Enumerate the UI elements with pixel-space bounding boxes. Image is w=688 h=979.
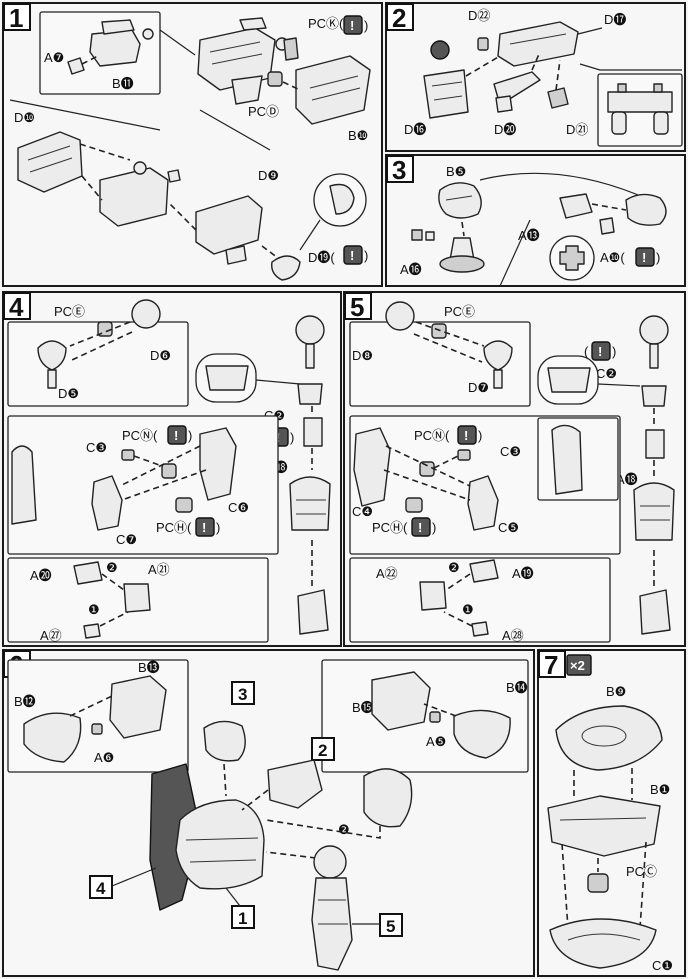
step-3-panel: 3 B❺ A⓰ A⓭ A❿( ! ) (385, 154, 686, 287)
label-d17: D⓱ (604, 12, 626, 27)
svg-text:): ) (188, 428, 192, 443)
label-a27: A㉗ (40, 628, 62, 643)
label-a20: A⓴ (30, 568, 52, 583)
label-pcn-5: PCⓃ( (414, 428, 450, 443)
label-c5: C❺ (498, 520, 519, 535)
badge-o1-5: ❶ (462, 602, 474, 617)
label-a21: A㉑ (148, 562, 170, 577)
ref-step-1: 1 (238, 909, 247, 928)
svg-text:!: ! (174, 428, 178, 443)
label-b10: B❿ (348, 128, 368, 143)
svg-text:!: ! (350, 248, 354, 263)
svg-text:!: ! (464, 428, 468, 443)
svg-text:): ) (612, 344, 616, 359)
step-3-number: 3 (392, 155, 406, 185)
label-a13: A⓭ (518, 228, 540, 243)
ref-step-3: 3 (238, 685, 247, 704)
label-a28: A㉘ (502, 628, 524, 643)
svg-text:(: ( (584, 344, 589, 359)
step-1-number: 1 (9, 3, 23, 33)
label-d22: D㉒ (468, 8, 490, 23)
label-pcd: PCⒹ (248, 104, 279, 119)
step-1-panel: 1 A❼ B⓫ PCⓀ( ! ) PCⒹ B❿ D❿ (2, 2, 383, 287)
label-pce-4: PCⒺ (54, 304, 85, 319)
label-b9: B❾ (606, 684, 626, 699)
step-2-number: 2 (392, 3, 406, 33)
ref-step-4: 4 (96, 879, 106, 898)
label-a18-5: A⓲ (616, 472, 638, 487)
step-4-panel: 4 PCⒺ D❻ D❺ C❷ ( ! ) A⓲ C❸ PCⓃ( (2, 291, 342, 647)
label-a7: A❼ (44, 50, 64, 65)
label-d19: D⓳( (308, 250, 335, 265)
label-c1: C❶ (652, 958, 673, 973)
svg-text:): ) (364, 18, 368, 33)
step-7-number: 7 (544, 650, 558, 680)
step-7-panel: 7 ×2 B❾ B❶ PCⒸ C❶ (537, 649, 686, 977)
label-a22: A㉒ (376, 566, 398, 581)
step-4-number: 4 (9, 292, 24, 322)
label-pce-5: PCⒺ (444, 304, 475, 319)
multiplier-badge: ×2 (570, 658, 585, 673)
step-6-panel: 6 B⓭ B⓬ A❻ B⓯ B⓮ A❺ 3 2 ❷ ❶ 4 (2, 649, 535, 977)
label-pcn-4: PCⓃ( (122, 428, 158, 443)
svg-text:): ) (216, 520, 220, 535)
svg-text:): ) (432, 520, 436, 535)
badge-o2-5: ❷ (448, 560, 460, 575)
label-d6: D❻ (150, 348, 171, 363)
label-d8: D❽ (352, 348, 373, 363)
svg-text:!: ! (642, 250, 646, 265)
label-a6: A❻ (94, 750, 114, 765)
label-d7: D❼ (468, 380, 489, 395)
label-c4: C❹ (352, 504, 373, 519)
badge-o1-4: ❶ (88, 602, 100, 617)
label-b5: B❺ (446, 164, 466, 179)
label-b13: B⓭ (138, 660, 160, 675)
label-b12: B⓬ (14, 694, 36, 709)
label-c6: C❻ (228, 500, 249, 515)
warn-icon: ! (350, 18, 354, 33)
svg-text:): ) (290, 430, 294, 445)
label-d20: D⓴ (494, 122, 516, 137)
ref-step-5: 5 (386, 917, 395, 936)
badge-o2-6: ❷ (338, 822, 350, 837)
label-b11: B⓫ (112, 76, 134, 91)
label-pch-5: PCⒽ( (372, 520, 408, 535)
label-a5: A❺ (426, 734, 446, 749)
label-pck: PCⓀ( (308, 16, 344, 31)
svg-text:): ) (656, 250, 660, 265)
label-a19: A⓳ (512, 566, 534, 581)
label-d5: D❺ (58, 386, 79, 401)
svg-text:!: ! (418, 520, 422, 535)
step-5-number: 5 (350, 292, 364, 322)
svg-text:): ) (478, 428, 482, 443)
label-b1: B❶ (650, 782, 670, 797)
label-c2-5: C❷ (596, 366, 617, 381)
label-c3-4: C❸ (86, 440, 107, 455)
label-d16: D⓰ (404, 122, 426, 137)
label-d21: D㉑ (566, 122, 588, 137)
label-c7: C❼ (116, 532, 137, 547)
label-a10: A❿( (600, 250, 625, 265)
label-a16: A⓰ (400, 262, 422, 277)
svg-text:!: ! (598, 344, 602, 359)
label-b15: B⓯ (352, 700, 374, 715)
label-b14: B⓮ (506, 680, 528, 695)
ref-step-2: 2 (318, 741, 327, 760)
label-pch-4: PCⒽ( (156, 520, 192, 535)
badge-o2-4: ❷ (106, 560, 118, 575)
svg-text:!: ! (202, 520, 206, 535)
label-d9: D❾ (258, 168, 279, 183)
step-2-panel: 2 D㉒ D⓱ D⓰ D⓴ D㉑ (385, 2, 686, 152)
svg-text:): ) (364, 248, 368, 263)
label-d10: D❿ (14, 110, 35, 125)
step-5-panel: 5 D❽ PCⒺ D❼ ( ! ) C❷ A⓲ C❹ PCⓃ( (343, 291, 686, 647)
label-pcc: PCⒸ (626, 864, 657, 879)
label-c3-5: C❸ (500, 444, 521, 459)
